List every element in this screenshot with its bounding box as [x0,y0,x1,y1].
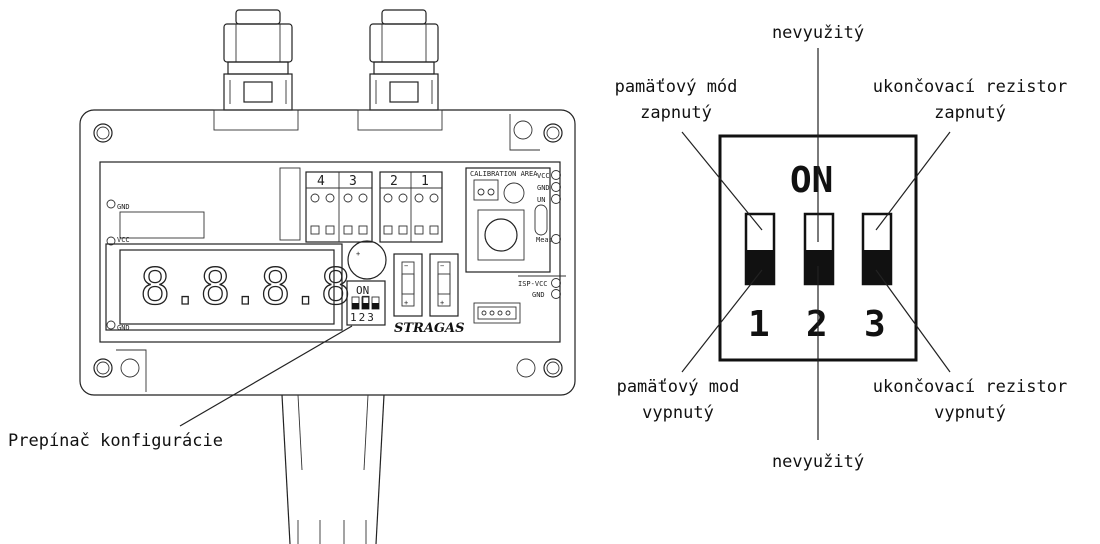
svg-text:−: − [440,262,444,270]
label-memory-on-1: pamäťový mód [615,77,738,97]
leader-memory-off [681,269,763,373]
leader-resistor-on [875,131,951,231]
brand-logo: STRAGAS [394,321,465,336]
isp-label-gnd: GND [532,291,545,299]
label-unused-bottom: nevyužitý [772,452,864,472]
cable-gland-right [369,9,439,111]
label-memory-off-2: vypnutý [642,403,714,423]
pcb-label-vcc: VCC [117,236,130,244]
svg-text:123: 123 [350,311,376,324]
isp-label-vcc: ISP-VCC [518,280,548,288]
pcb-label-gnd-2: GND [117,324,130,332]
calibration-area: CALIBRATION AREA VCC GND UN Meas [465,167,561,273]
switch-detail-on-label: ON [790,160,833,201]
seven-segment-display: 8.8.8.8. [105,243,381,331]
config-switch-pointer [179,325,353,427]
pcb-label-gnd-1: GND [117,203,130,211]
display-digits: 8.8.8.8. [140,258,381,316]
pin-label-meas: Meas [536,236,553,244]
cable-gland-left [223,9,293,111]
label-resistor-off-1: ukončovací rezistor [873,377,1067,397]
leader-lines [681,48,951,440]
svg-text:+: + [404,299,408,307]
pin-label-vcc: VCC [537,172,550,180]
switch-number-3: 3 [864,304,886,345]
switch-detail: ON 1 2 3 [718,134,918,362]
small-dip-switch: ON 123 [346,280,386,326]
switch-number-1: 1 [748,304,770,345]
switch-2 [803,212,835,286]
switch-3 [861,212,893,286]
config-switch-label: Prepínač konfigurácie [8,431,223,451]
svg-text:+: + [356,250,360,258]
svg-text:−: − [404,262,408,270]
label-memory-on-2: zapnutý [640,103,712,123]
terminal-label-2: 2 [390,174,398,189]
terminal-label-1: 1 [421,174,429,189]
label-resistor-on-1: ukončovací rezistor [873,77,1067,97]
leader-memory-on [681,131,763,231]
corner-screws [93,114,563,392]
switch-number-2: 2 [806,304,828,345]
label-resistor-off-2: vypnutý [934,403,1006,423]
enclosure [79,109,576,396]
device-illustration: GND VCC GND 4 3 2 1 CALIBRATIO [79,9,576,544]
terminal-label-4: 4 [317,174,325,189]
label-unused-top: nevyužitý [772,23,864,43]
leader-resistor-off [875,269,951,373]
connector [473,302,521,324]
label-resistor-on-2: zapnutý [934,103,1006,123]
adjust-buttons: − + − + [393,253,459,317]
terminal-blocks: 4 3 2 1 [305,171,443,243]
terminal-label-3: 3 [349,174,357,189]
buzzer [347,240,387,280]
pcb-board [99,161,561,343]
calibration-label: CALIBRATION AREA [470,170,538,178]
pin-label-gnd: GND [537,184,550,192]
svg-text:+: + [440,299,444,307]
cable [281,394,385,544]
svg-text:ON: ON [356,284,369,297]
pin-label-un: UN [537,196,545,204]
label-memory-off-1: pamäťový mod [617,377,740,397]
